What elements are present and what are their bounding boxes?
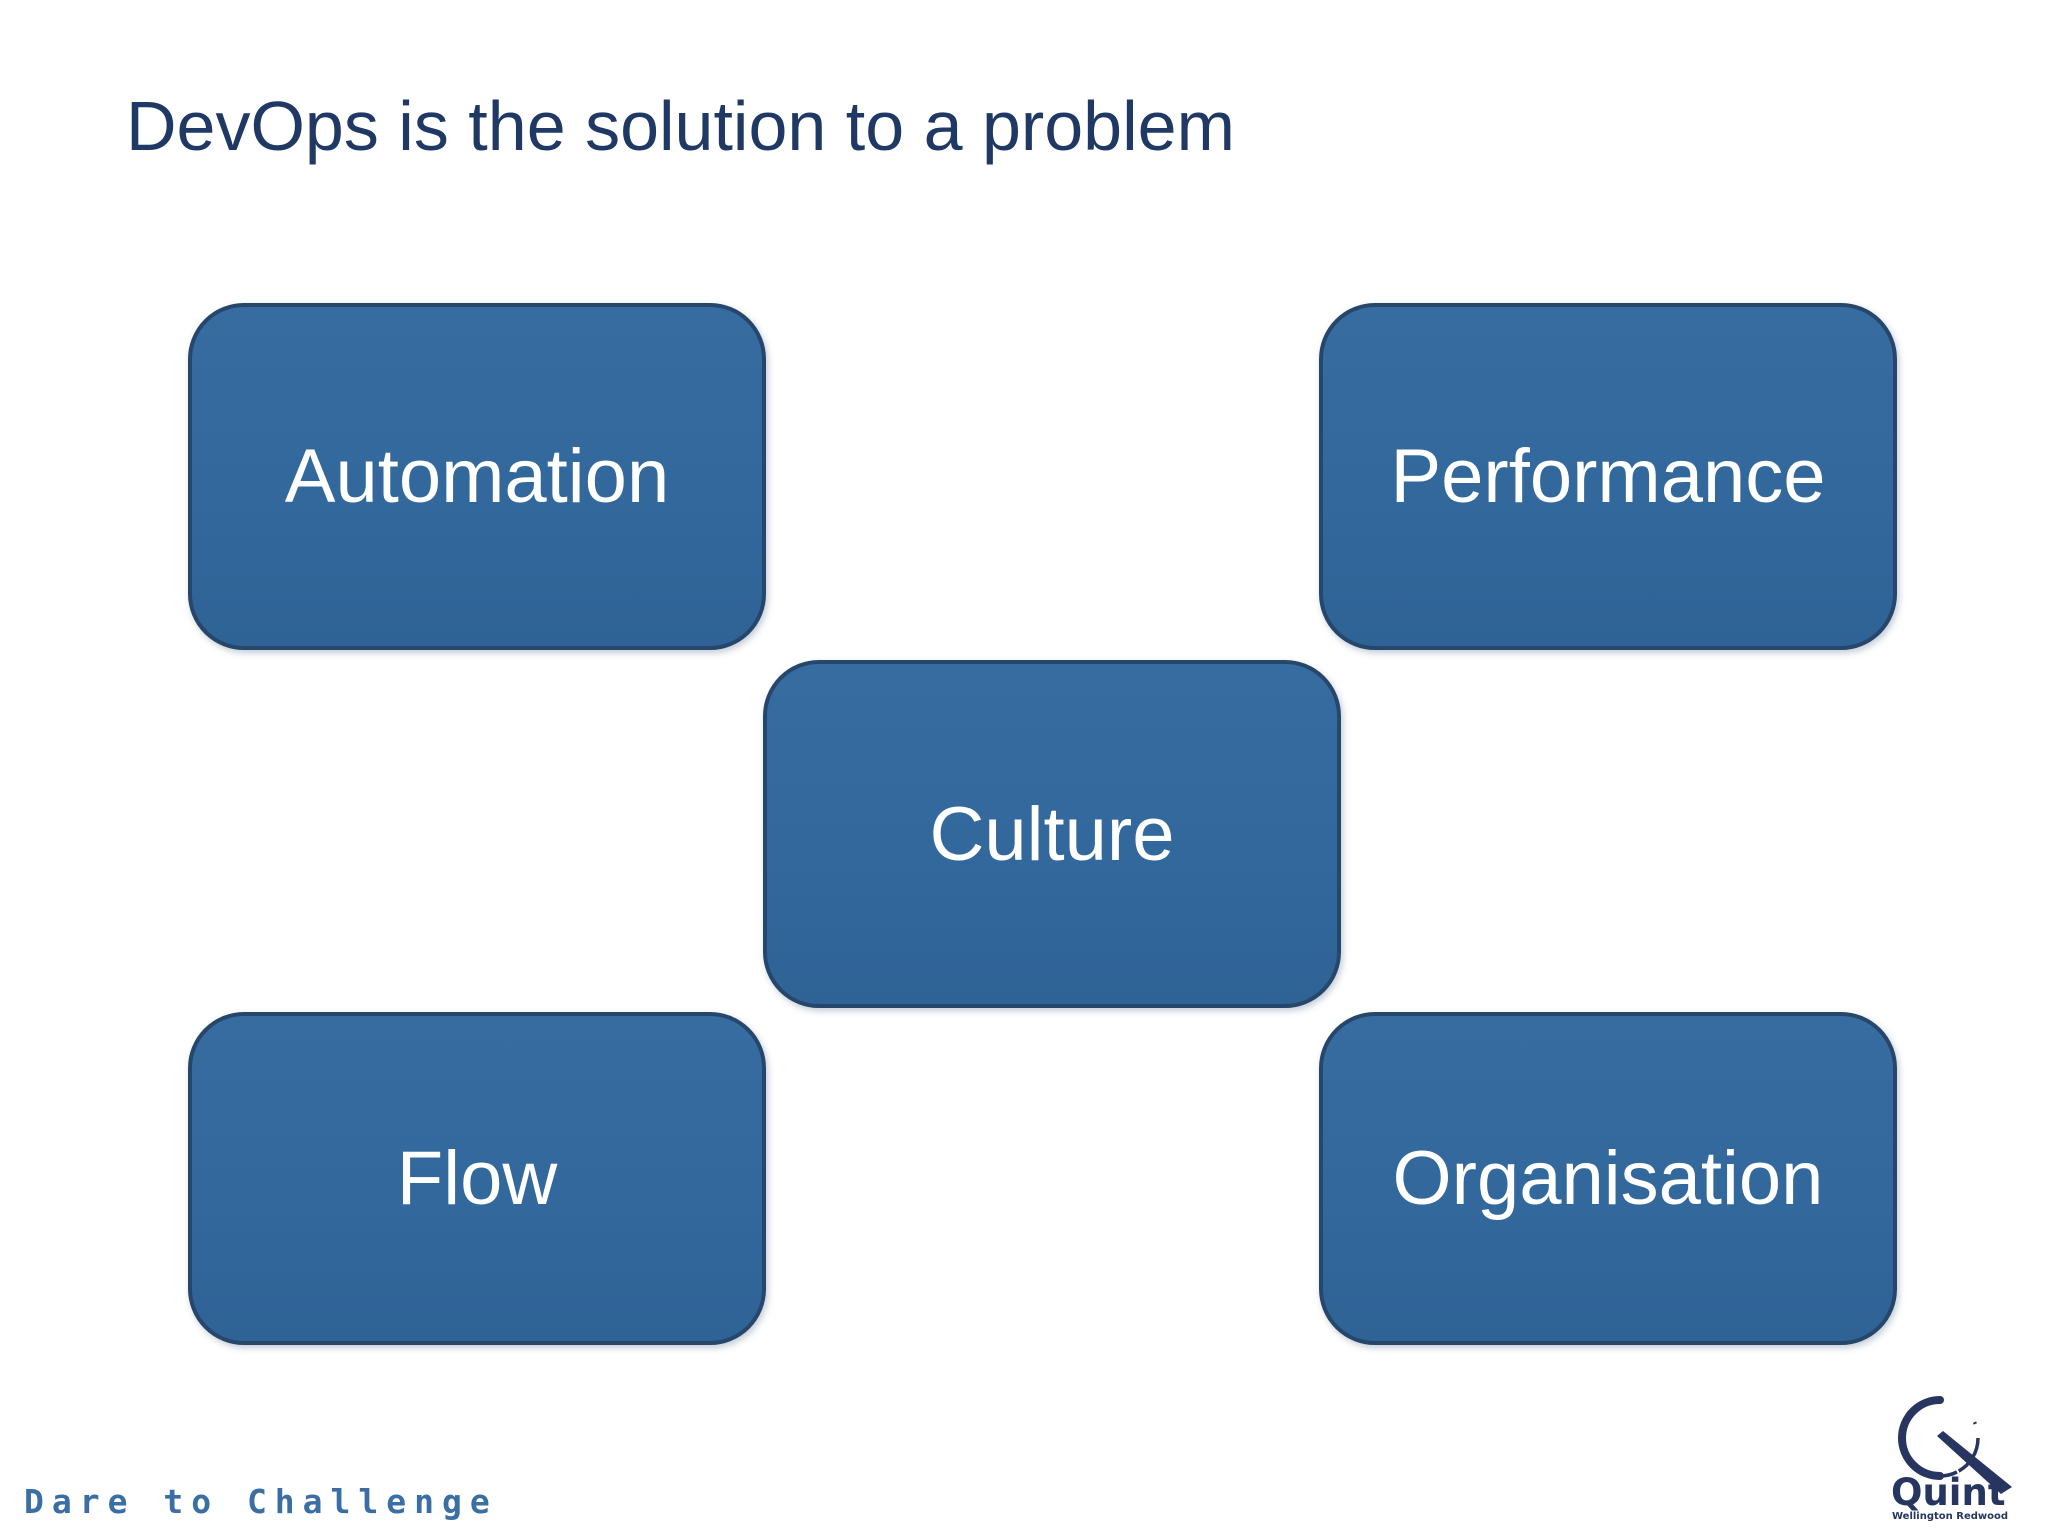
quint-logo-brand-text: Quint bbox=[1891, 1471, 2006, 1514]
slide-title: DevOps is the solution to a problem bbox=[126, 87, 1235, 165]
box-organisation-label: Organisation bbox=[1392, 1136, 1824, 1221]
quint-logo-subtitle-text: Wellington Redwood bbox=[1892, 1511, 2008, 1522]
box-flow: Flow bbox=[188, 1012, 766, 1345]
box-organisation: Organisation bbox=[1319, 1012, 1897, 1345]
box-culture: Culture bbox=[763, 660, 1341, 1008]
box-culture-label: Culture bbox=[929, 791, 1175, 877]
box-automation: Automation bbox=[188, 303, 766, 650]
quint-logo: Quint Wellington Redwood bbox=[1891, 1396, 2012, 1522]
box-performance: Performance bbox=[1319, 303, 1897, 650]
box-automation-label: Automation bbox=[284, 434, 670, 519]
box-flow-label: Flow bbox=[396, 1136, 558, 1221]
tagline-dare-to-challenge: Dare to Challenge bbox=[24, 1482, 498, 1521]
quint-logo-q-tail-icon bbox=[1937, 1431, 2012, 1494]
box-performance-label: Performance bbox=[1390, 434, 1826, 519]
quint-logo-q-ring-thick-icon bbox=[1898, 1396, 1944, 1480]
